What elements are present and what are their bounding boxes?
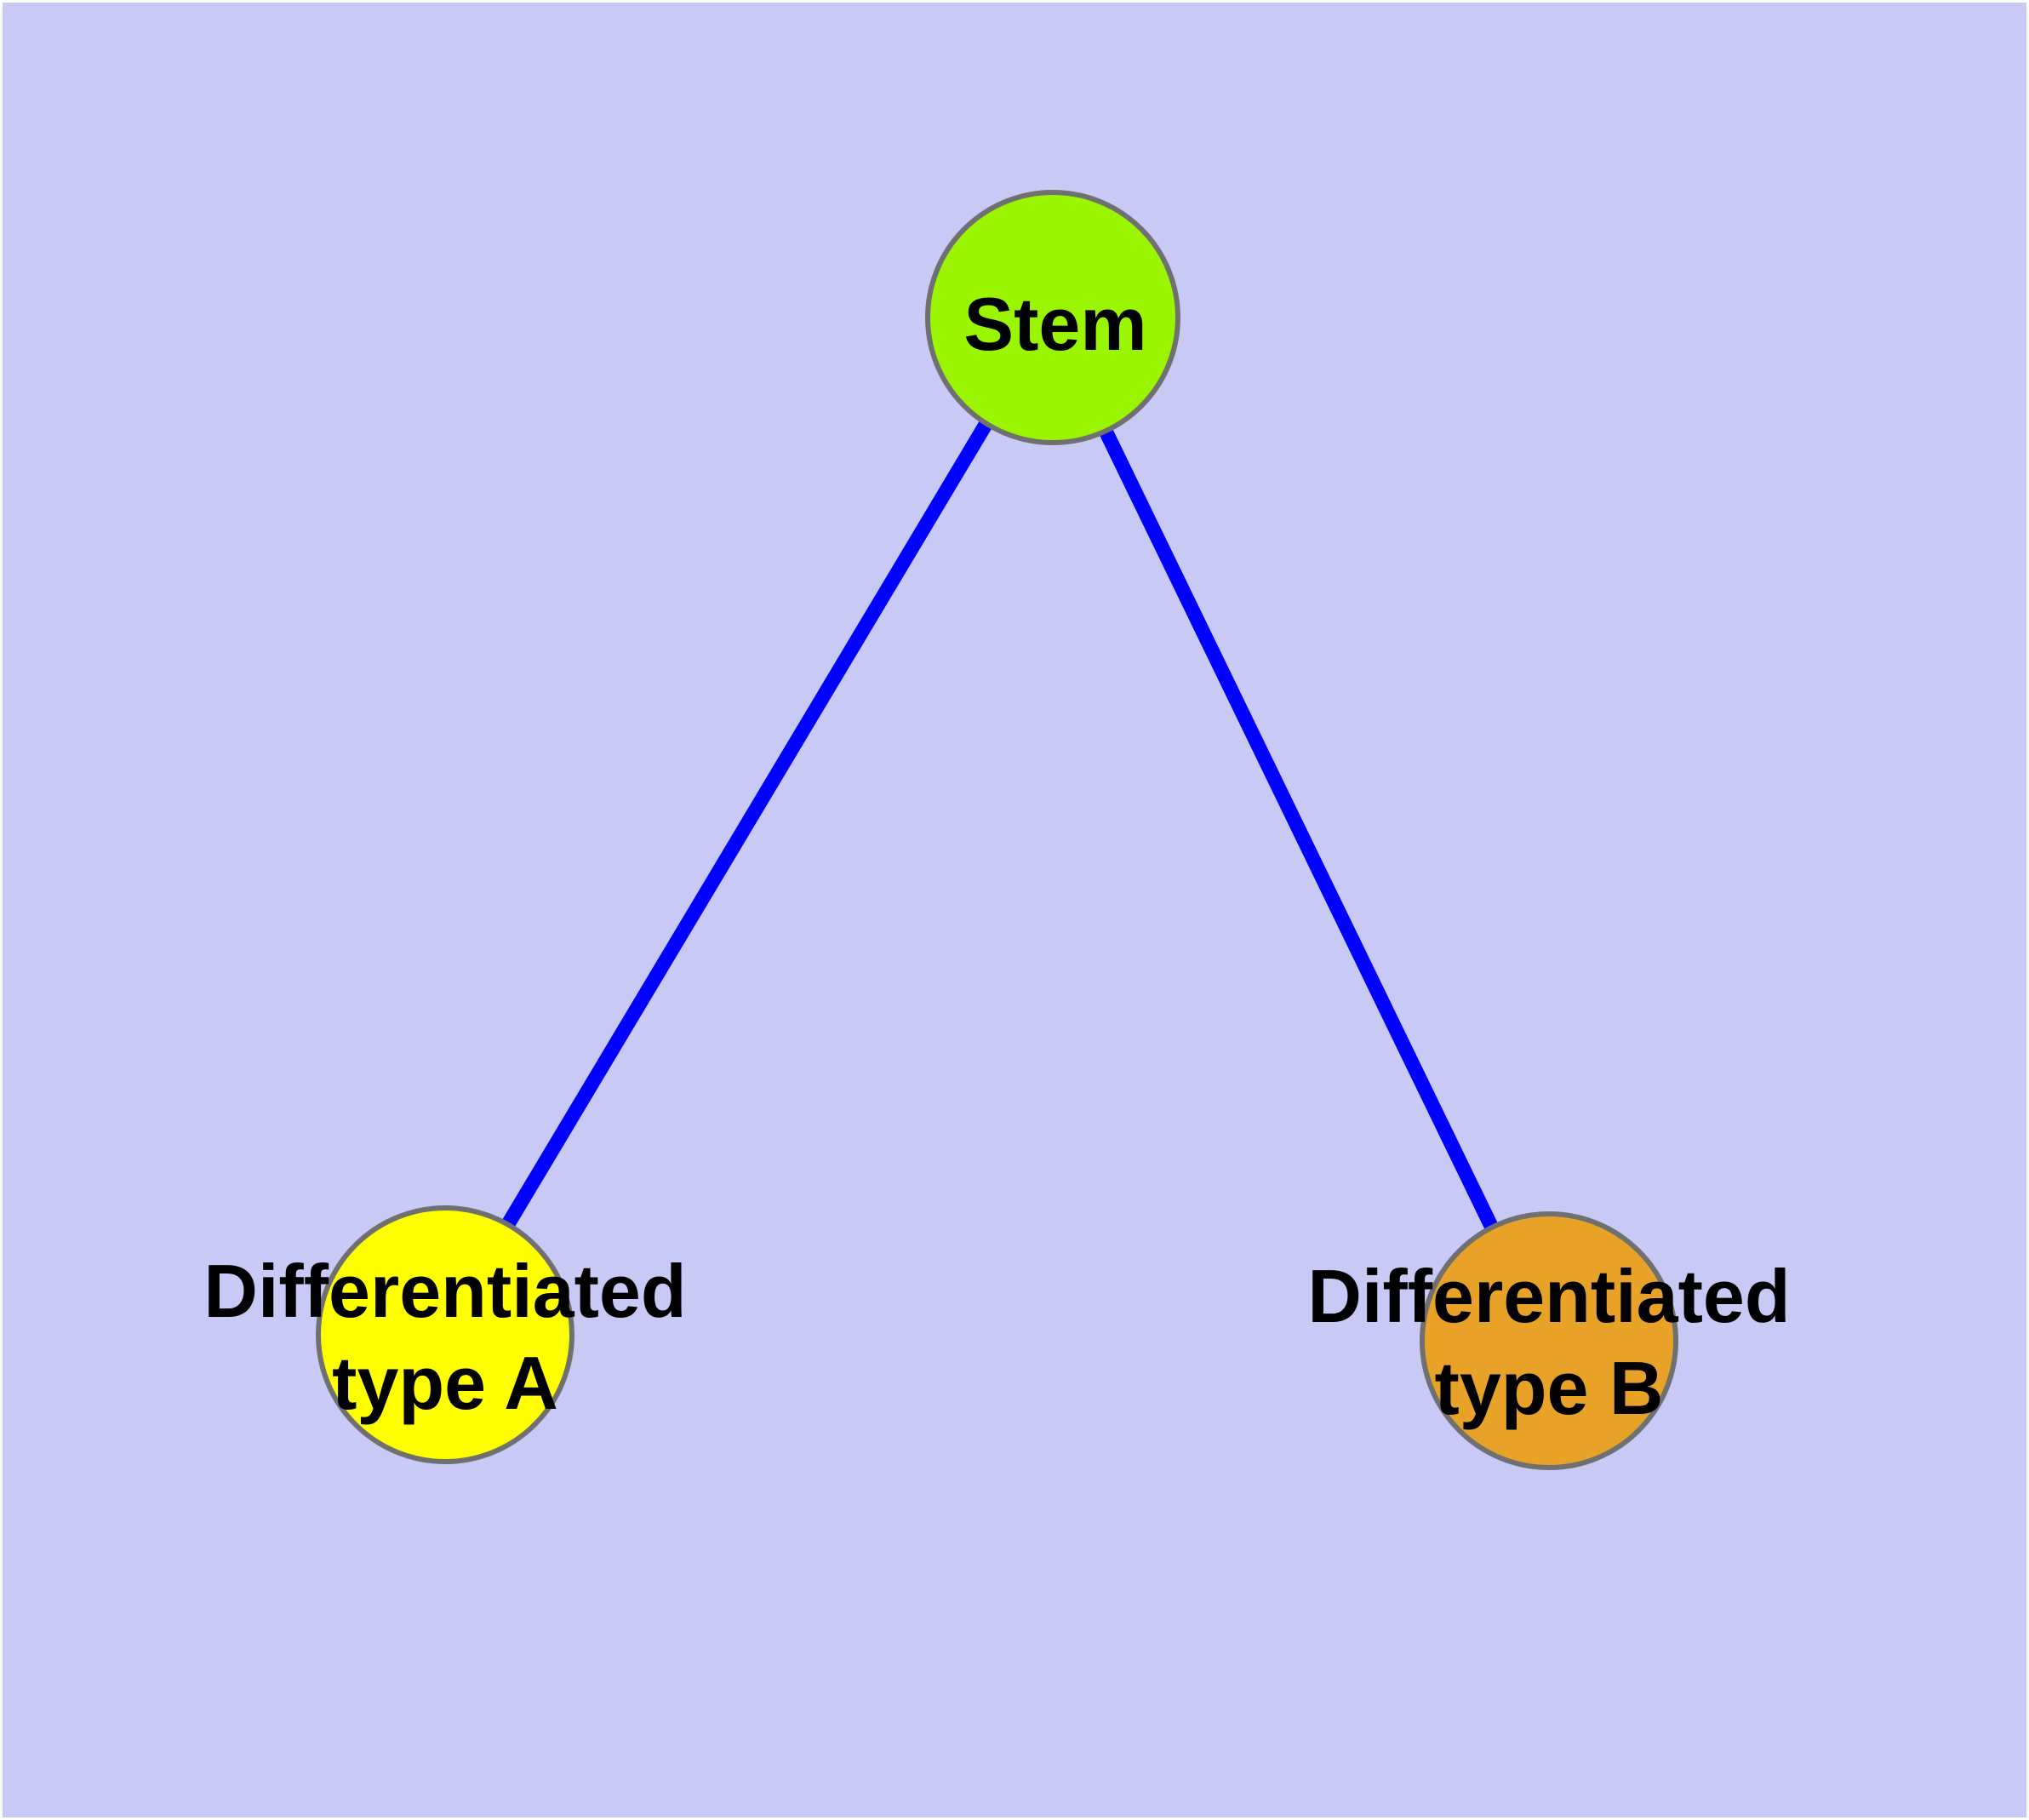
node-stem-label: Stem	[963, 278, 1146, 370]
node-differentiated-type-b-label-line-2: type B	[1434, 1346, 1664, 1430]
node-differentiated-type-a-circle	[316, 1205, 574, 1464]
edge-stem-to-type-a	[437, 312, 1057, 1335]
node-differentiated-type-a-label-line-2: type A	[332, 1341, 558, 1425]
edge-layer	[437, 312, 1552, 1341]
node-stem-circle	[925, 190, 1180, 445]
node-differentiated-type-b-label-line-1: Differentiated	[1307, 1254, 1791, 1338]
node-stem-label-line: Stem	[963, 282, 1147, 366]
edge-stem-to-type-b	[1043, 313, 1552, 1341]
node-differentiated-type-a-label: Differentiated type A	[203, 1245, 686, 1429]
node-differentiated-type-b-circle	[1420, 1211, 1678, 1470]
node-differentiated-type-b-label: Differentiated type B	[1307, 1251, 1790, 1434]
node-differentiated-type-a-label-line-1: Differentiated	[203, 1249, 687, 1333]
